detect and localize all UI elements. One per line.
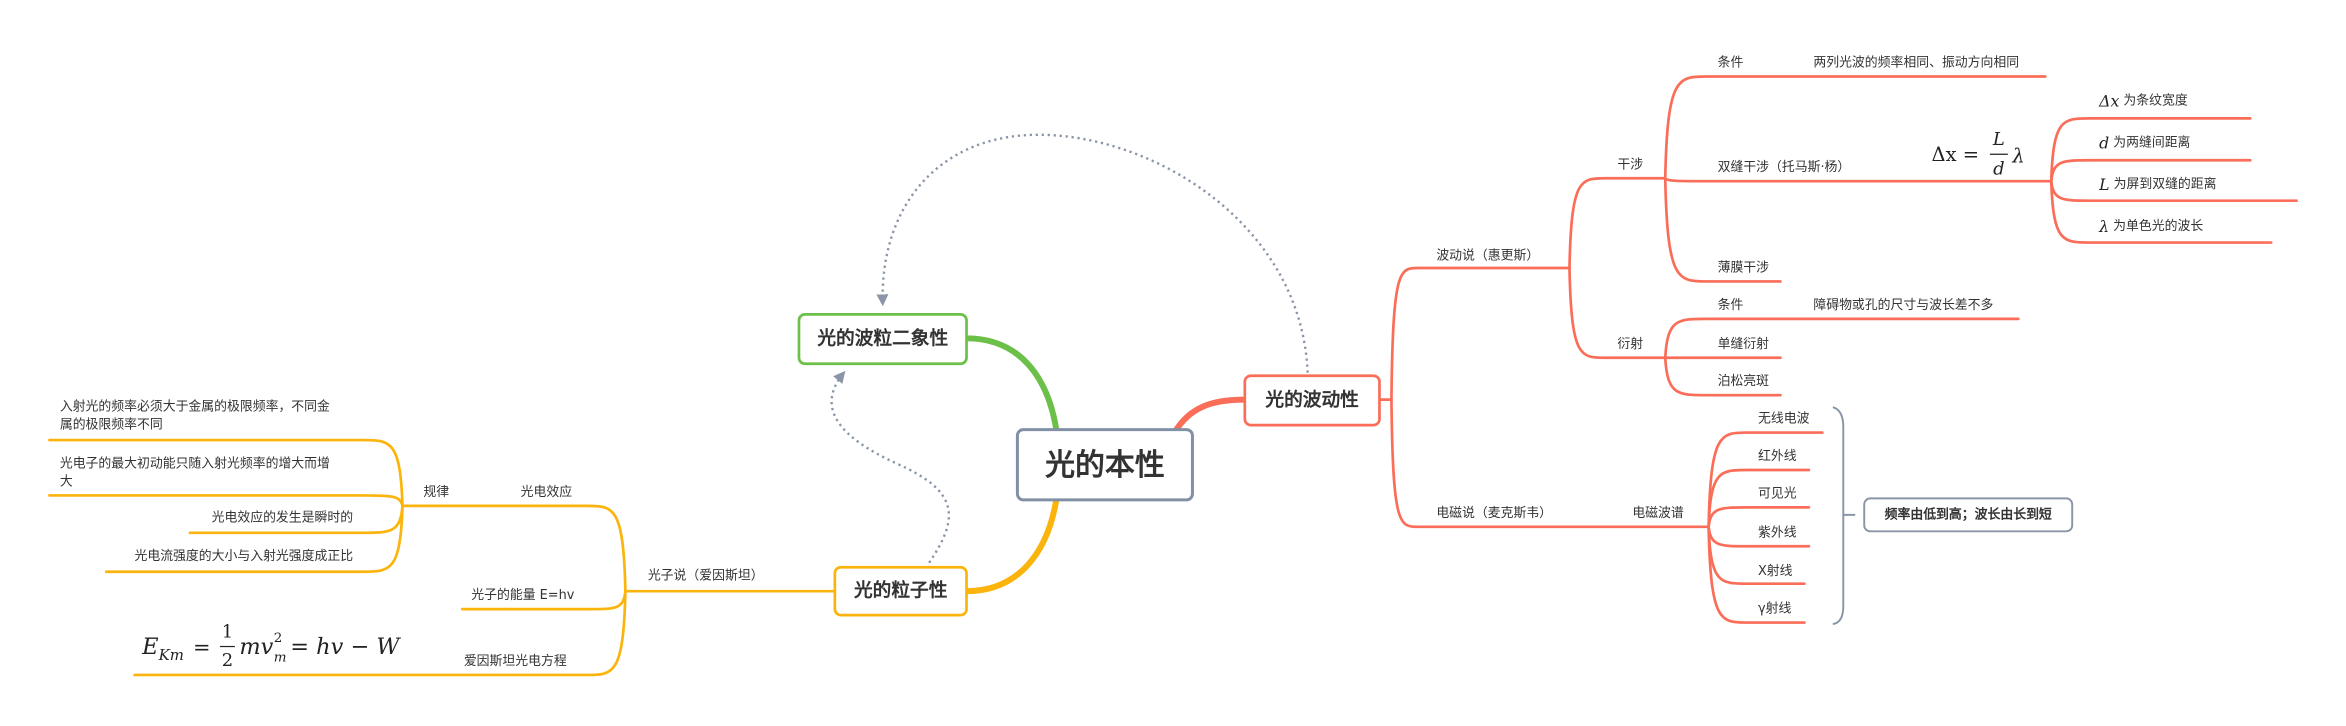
eq-v-subscript: m	[274, 650, 287, 665]
eq-E: E	[141, 634, 158, 660]
var-item[interactable]: λ 为单色光的波长	[2098, 217, 2203, 236]
huygens-label[interactable]: 波动说（惠更斯）	[1436, 249, 1539, 264]
law-item-2-line-2[interactable]: 大	[60, 474, 73, 489]
connector-line	[1171, 396, 1248, 436]
eq-denominator: 2	[222, 650, 233, 671]
thin-film-label[interactable]: 薄膜干涉	[1718, 260, 1770, 275]
relationship-arrow-particle-to-dual[interactable]	[830, 370, 951, 564]
interference-condition-text[interactable]: 两列光波的频率相同、振动方向相同	[1813, 55, 2019, 71]
connector-line	[1663, 176, 1782, 283]
single-slit-label[interactable]: 单缝衍射	[1718, 336, 1770, 352]
var-item[interactable]: Δx 为条纹宽度	[2098, 91, 2188, 110]
maxwell-label[interactable]: 电磁说（麦克斯韦）	[1436, 506, 1552, 521]
connector-line	[48, 438, 404, 508]
spectrum-item[interactable]: 无线电波	[1758, 412, 1810, 427]
double-slit-label[interactable]: 双缝干涉（托马斯·杨）	[1718, 160, 1851, 175]
summary-bracket	[1832, 406, 1856, 626]
connector-line	[401, 504, 627, 593]
topic-particle[interactable]: 光的粒子性	[833, 565, 968, 617]
photoelectric-label[interactable]: 光电效应	[521, 484, 573, 500]
summary-box[interactable]: 频率由低到高；波长由长到短	[1863, 497, 2074, 533]
central-topic-label: 光的本性	[1045, 448, 1165, 483]
interference-label[interactable]: 干涉	[1617, 157, 1643, 172]
diffraction-condition-text[interactable]: 障碍物或孔的尺寸与波长差不多	[1813, 297, 1993, 313]
fringe-formula[interactable]: Δx = L d λ	[1932, 129, 2025, 180]
connector-line	[1707, 506, 1811, 529]
formula-tail: λ	[2011, 144, 2024, 167]
connector-line	[1663, 317, 2020, 360]
connector-line	[1707, 431, 1824, 529]
connector-line	[1707, 525, 1806, 624]
spectrum-item[interactable]: 紫外线	[1758, 525, 1797, 540]
summary-text: 频率由低到高；波长由长到短	[1885, 506, 2052, 522]
connector-line	[1707, 468, 1811, 529]
law-item-2-line-1[interactable]: 光电子的最大初动能只随入射光频率的增大而增	[60, 455, 330, 471]
eq-rhs: = hv − W	[290, 634, 401, 660]
connector-line	[2049, 117, 2252, 183]
eq-E-subscript: Km	[158, 646, 184, 664]
spectrum-item[interactable]: X射线	[1758, 563, 1793, 579]
formula-numerator: L	[1992, 129, 2005, 150]
topic-dual[interactable]: 光的波粒二象性	[797, 313, 968, 366]
connector-line	[48, 494, 404, 508]
laws-label[interactable]: 规律	[423, 485, 449, 500]
equation-label[interactable]: 爱因斯坦光电方程	[464, 653, 567, 669]
central-topic[interactable]: 光的本性	[1015, 428, 1194, 502]
diffraction-label[interactable]: 衍射	[1617, 336, 1643, 352]
topic-wave-label: 光的波动性	[1264, 389, 1359, 411]
connector-line	[2049, 179, 2273, 244]
connector-line	[1568, 266, 1667, 360]
connector-line	[1390, 266, 1571, 402]
law-item-1-line-1[interactable]: 入射光的频率必须大于金属的极限频率，不同金	[60, 399, 330, 415]
eq-mv: mv	[239, 634, 273, 660]
topic-dual-label: 光的波粒二象性	[816, 328, 948, 350]
photon-energy-label[interactable]: 光子的能量 E=hv	[471, 587, 574, 603]
law-item-3[interactable]: 光电效应的发生是瞬时的	[212, 509, 353, 525]
diffraction-condition-label[interactable]: 条件	[1718, 297, 1744, 313]
topic-particle-label: 光的粒子性	[853, 580, 948, 602]
connectors	[48, 75, 2298, 677]
eq-equals: =	[193, 635, 211, 659]
photoelectric-equation[interactable]: E Km = 1 2 mv 2 m = hv − W	[141, 622, 401, 671]
connector-line	[133, 589, 627, 677]
connector-line	[2049, 158, 2252, 183]
spectrum-label[interactable]: 电磁波谱	[1632, 506, 1684, 521]
connector-line	[1663, 75, 2047, 180]
photon-theory-label[interactable]: 光子说（爱因斯坦）	[648, 569, 764, 584]
connector-line	[963, 496, 1060, 595]
poisson-spot-label[interactable]: 泊松亮斑	[1718, 373, 1770, 389]
topic-wave[interactable]: 光的波动性	[1243, 374, 1381, 427]
var-item[interactable]: d 为两缝间距离	[2099, 133, 2190, 152]
connector-line	[104, 504, 404, 574]
interference-condition-label[interactable]: 条件	[1718, 55, 1744, 71]
spectrum-item[interactable]: γ射线	[1758, 601, 1791, 617]
formula-denominator: d	[1993, 159, 2004, 180]
var-item[interactable]: L 为屏到双缝的距离	[2098, 175, 2217, 194]
law-item-1-line-2[interactable]: 属的极限频率不同	[60, 417, 163, 433]
spectrum-item[interactable]: 红外线	[1758, 448, 1797, 464]
connector-line	[1390, 398, 1710, 529]
connector-line	[1568, 176, 1667, 270]
eq-numerator: 1	[222, 622, 233, 643]
law-item-4[interactable]: 光电流强度的大小与入射光强度成正比	[134, 548, 353, 564]
formula-lhs: Δx =	[1932, 143, 1979, 166]
spectrum-item[interactable]: 可见光	[1758, 486, 1797, 501]
eq-superscript: 2	[274, 631, 283, 646]
connector-line	[1663, 356, 1782, 397]
connector-line	[963, 335, 1060, 433]
